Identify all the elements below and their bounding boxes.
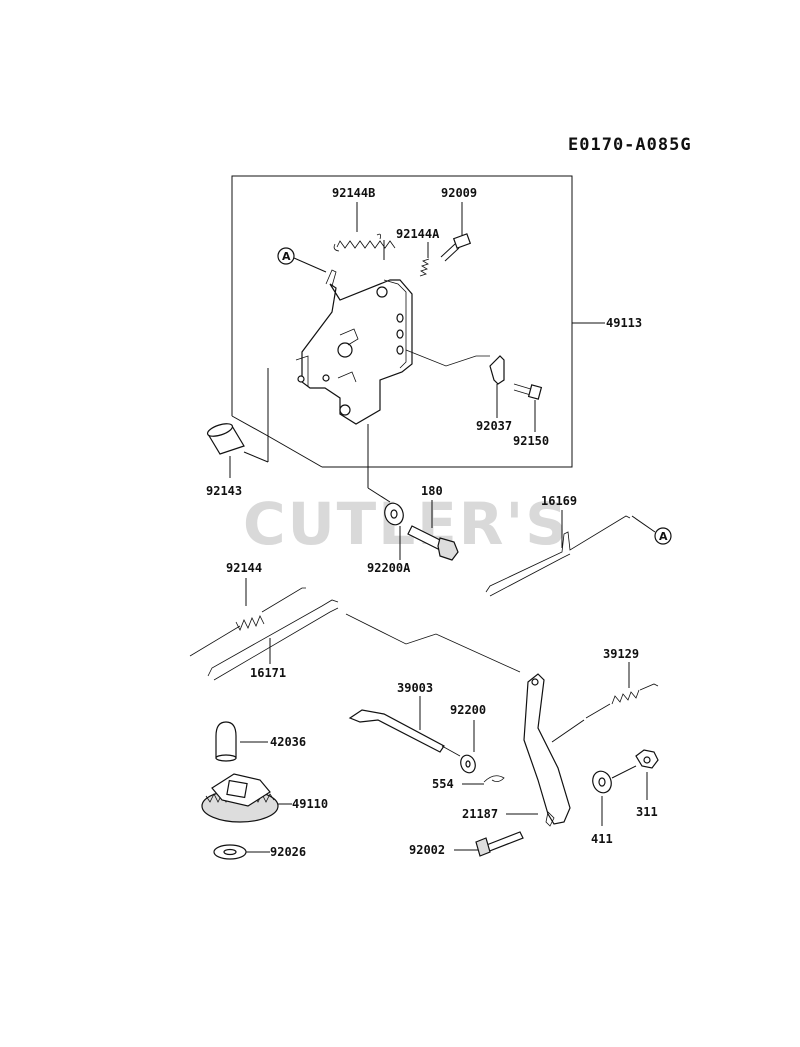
- label-92150: 92150: [513, 434, 549, 448]
- label-311: 311: [636, 805, 658, 819]
- ref-marker-a-right-label: A: [659, 530, 668, 543]
- washer-92026: [213, 844, 270, 860]
- label-49113: 49113: [606, 316, 642, 330]
- rod-16169: [485, 510, 631, 597]
- spring-92144: [189, 578, 306, 657]
- label-16171: 16171: [250, 666, 286, 680]
- label-16169: 16169: [541, 494, 577, 508]
- washer-411: [592, 765, 637, 826]
- label-411: 411: [591, 832, 613, 846]
- screw-92150: [513, 383, 543, 432]
- bolt-92009: [440, 202, 472, 262]
- spring-39129: [551, 662, 659, 743]
- watermark: CUTLER'S: [243, 490, 569, 558]
- label-92200: 92200: [450, 703, 486, 717]
- label-92144a: 92144A: [396, 227, 440, 241]
- label-92026: 92026: [270, 845, 306, 859]
- label-42036: 42036: [270, 735, 306, 749]
- label-92200a: 92200A: [367, 561, 411, 575]
- spring-92144b: [333, 202, 396, 252]
- gear-49110: [201, 773, 292, 823]
- label-92002: 92002: [409, 843, 445, 857]
- clip-554: [462, 775, 505, 785]
- spring-92144a: [419, 242, 430, 277]
- label-554: 554: [432, 777, 454, 791]
- clip-92037: [489, 355, 505, 418]
- bolt-180: [407, 500, 459, 561]
- link-line: [345, 613, 521, 673]
- washer-92200: [460, 720, 476, 774]
- label-92144b: 92144B: [332, 186, 375, 200]
- label-39129: 39129: [603, 647, 639, 661]
- governor-plate: [295, 240, 490, 425]
- diagram-code: E0170-A085G: [568, 135, 692, 155]
- nut-311: [635, 749, 659, 800]
- label-92037: 92037: [476, 419, 512, 433]
- label-92143: 92143: [206, 484, 242, 498]
- label-49110: 49110: [292, 797, 328, 811]
- lever-21187: [506, 673, 571, 827]
- washer-92200a: [367, 424, 404, 560]
- rod-16171: [207, 599, 339, 681]
- label-39003: 39003: [397, 681, 433, 695]
- screw-92002: [454, 831, 524, 857]
- label-21187: 21187: [462, 807, 498, 821]
- ref-marker-a-top-label: A: [282, 250, 291, 263]
- shaft-39003: [348, 696, 461, 757]
- assembly-box: [231, 175, 605, 468]
- label-180: 180: [421, 484, 443, 498]
- label-92144: 92144: [226, 561, 262, 575]
- collar-92143: [206, 368, 269, 478]
- label-92009: 92009: [441, 186, 477, 200]
- sleeve-42036: [215, 721, 268, 762]
- ref-marker-a-top: A: [277, 247, 327, 273]
- ref-marker-a-right: A: [631, 515, 672, 545]
